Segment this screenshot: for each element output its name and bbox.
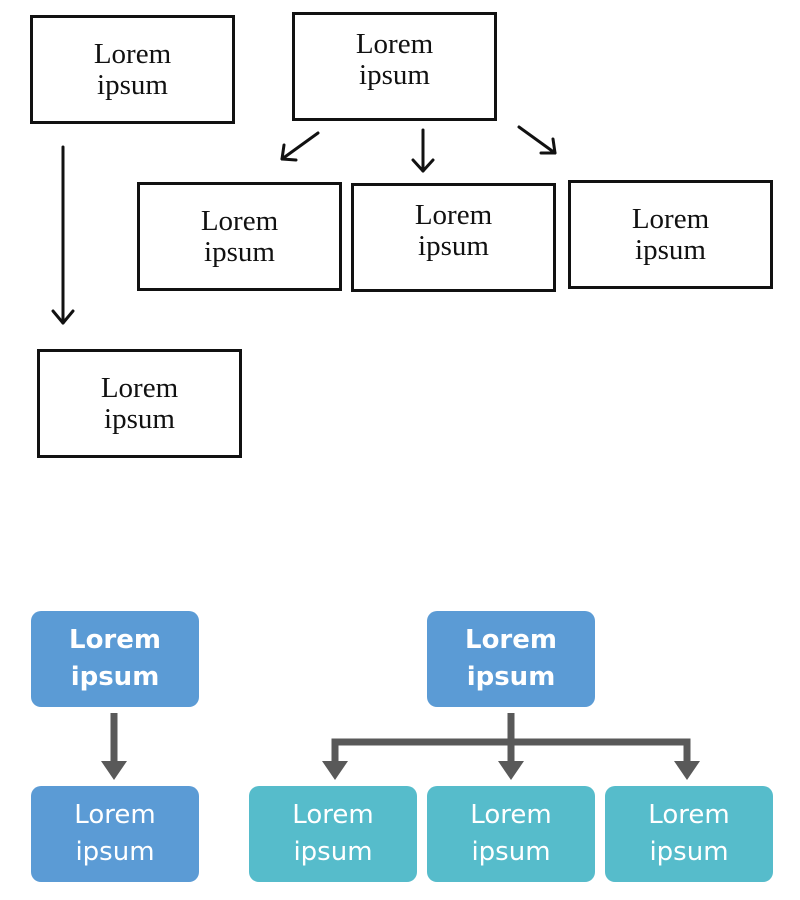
box-text-line2: ipsum — [104, 402, 175, 435]
box-text-line2: ipsum — [471, 837, 551, 867]
box-text-line1: Lorem — [631, 202, 710, 235]
arrow-to-child-1 — [280, 131, 320, 162]
box-text-line1: Lorem — [355, 28, 434, 60]
box-text-line1: Lorem — [69, 625, 161, 655]
box-text-line2: ipsum — [466, 662, 556, 692]
flat-right-parent-box: Lorem ipsum — [427, 611, 595, 707]
box-text-line1: Lorem — [200, 204, 279, 237]
box-text-line2: ipsum — [635, 233, 706, 266]
arrow-to-child-2 — [411, 128, 435, 173]
flat-connector-tree — [331, 713, 691, 764]
box-text-line1: Lorem — [100, 371, 179, 404]
sketch-left-child-box: Lorem ipsum — [37, 349, 242, 458]
box-text-line1: Lorem — [292, 800, 374, 830]
flat-arrowhead-1 — [322, 761, 348, 780]
flat-arrowhead-2 — [498, 761, 524, 780]
sketch-child-box-3: Lorem ipsum — [568, 180, 773, 289]
box-text-line2: ipsum — [293, 837, 373, 867]
box-text-line2: ipsum — [97, 68, 168, 101]
box-text-line1: Lorem — [414, 199, 493, 231]
box-text-line2: ipsum — [418, 230, 489, 262]
flat-left-child-box: Lorem ipsum — [31, 786, 199, 882]
flat-left-parent-box: Lorem ipsum — [31, 611, 199, 707]
box-text-line1: Lorem — [93, 37, 172, 70]
sketch-child-box-1: Lorem ipsum — [137, 182, 342, 291]
flat-child-box-1: Lorem ipsum — [249, 786, 417, 882]
sketch-child-box-2: Lorem ipsum — [351, 183, 556, 292]
box-text-line2: ipsum — [649, 837, 729, 867]
box-text-line1: Lorem — [465, 625, 557, 655]
arrow-left-down — [51, 145, 75, 325]
arrow-to-child-3 — [517, 125, 557, 155]
sketch-left-parent-box: Lorem ipsum — [30, 15, 235, 124]
flat-arrowhead-left — [101, 761, 127, 780]
box-text-line2: ipsum — [70, 662, 160, 692]
box-text-line1: Lorem — [470, 800, 552, 830]
sketch-right-parent-box: Lorem ipsum — [292, 12, 497, 121]
flat-arrowhead-3 — [674, 761, 700, 780]
flat-child-box-2: Lorem ipsum — [427, 786, 595, 882]
box-text-line1: Lorem — [648, 800, 730, 830]
box-text-line2: ipsum — [204, 235, 275, 268]
box-text-line2: ipsum — [75, 837, 155, 867]
box-text-line1: Lorem — [74, 800, 156, 830]
box-text-line2: ipsum — [359, 59, 430, 91]
flat-child-box-3: Lorem ipsum — [605, 786, 773, 882]
